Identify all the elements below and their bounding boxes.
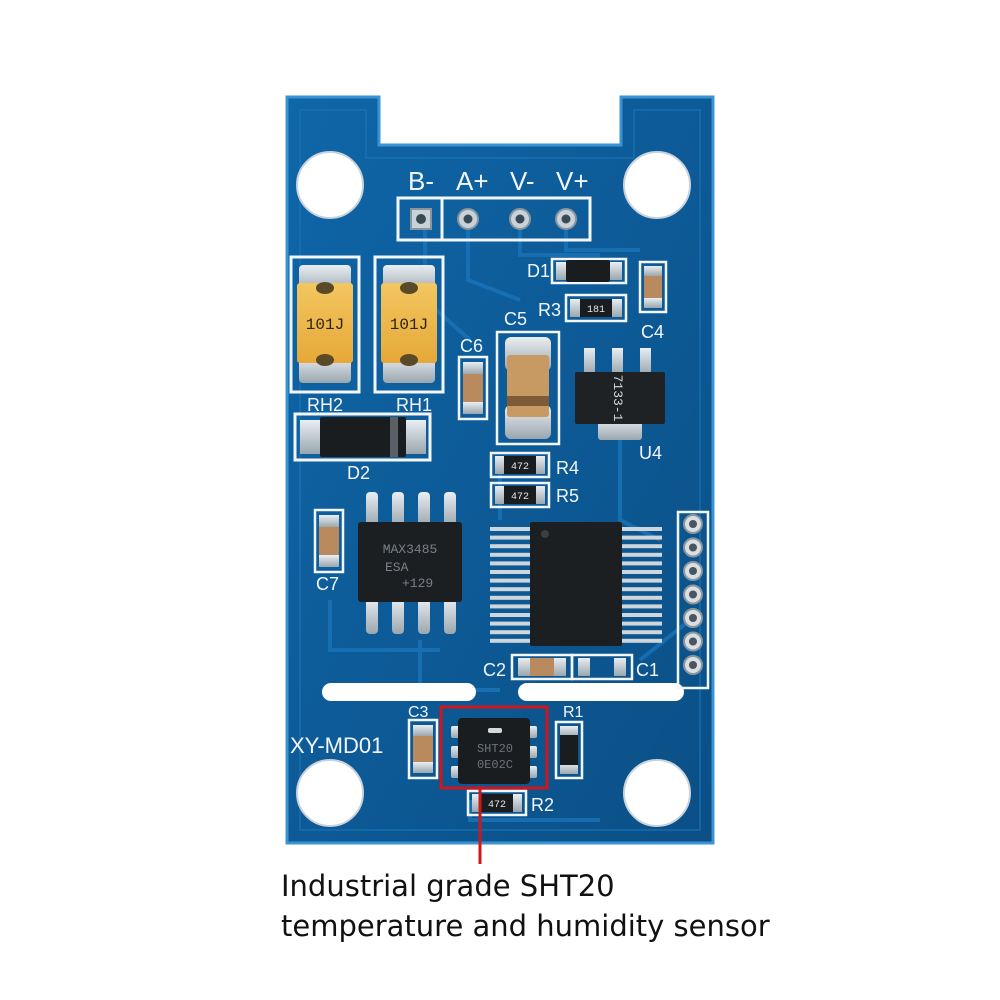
- chip-pin: [620, 535, 662, 540]
- chip-pin: [620, 613, 662, 617]
- chip-pin: [490, 570, 532, 574]
- header-pin-hole: [689, 520, 697, 528]
- component-label: C7: [316, 574, 339, 594]
- chip-marking: +129: [402, 576, 433, 591]
- chip-pin: [490, 552, 532, 557]
- chip-pin: [490, 595, 532, 600]
- caption-line-2: temperature and humidity sensor: [281, 909, 770, 943]
- resistor-r5: 472: [489, 481, 551, 509]
- component-label: C5: [504, 309, 527, 329]
- capacitor-c4: [638, 260, 668, 314]
- sht20-sensor-chip: SHT20 0E02C: [451, 718, 537, 784]
- chip-pin: [490, 544, 532, 549]
- component-label: R3: [538, 300, 561, 320]
- chip-pin: [620, 552, 662, 557]
- component-label: U4: [639, 443, 662, 463]
- component-label: R1: [563, 704, 584, 721]
- pin-header: [676, 510, 710, 690]
- regulator-marking: 7133-1: [610, 375, 625, 422]
- chip-pin: [490, 535, 532, 540]
- board-model-label: XY-MD01: [290, 733, 383, 758]
- chip-pin: [490, 621, 532, 626]
- component-label: C3: [408, 704, 429, 721]
- resistor-marking: 472: [488, 800, 506, 811]
- component-label: RH1: [396, 395, 432, 415]
- chip-pin: [490, 578, 532, 583]
- resistor-rh1: 101J: [373, 255, 445, 394]
- header-pin-hole: [689, 590, 697, 599]
- chip-pin: [620, 587, 662, 592]
- chip-pin: [620, 527, 662, 531]
- regulator-u4: 7133-1: [575, 348, 665, 440]
- sensor-marking: SHT20: [477, 742, 513, 756]
- terminal-header: [396, 196, 592, 242]
- component-label: R4: [556, 458, 579, 478]
- resistor-marking: 472: [511, 462, 529, 473]
- component-label: RH2: [307, 395, 343, 415]
- product-caption: Industrial grade SHT20 temperature and h…: [281, 866, 921, 946]
- resistor-r2: 472: [466, 789, 528, 817]
- chip-pin: [620, 578, 662, 583]
- component-label: C4: [641, 322, 664, 342]
- terminal-label: V-: [510, 166, 535, 196]
- chip-pin: [490, 561, 532, 566]
- chip-pin: [490, 630, 532, 635]
- resistor-r3: 181: [564, 293, 628, 323]
- diode-d1: [550, 257, 628, 285]
- capacitor-c2: [510, 653, 574, 681]
- chip-pin: [490, 527, 532, 531]
- microcontroller-chip: [490, 522, 662, 646]
- resistor-r1: [554, 720, 584, 780]
- terminal-label: V+: [556, 166, 589, 196]
- chip-marking: ESA: [385, 560, 409, 575]
- mounting-hole: [296, 151, 691, 827]
- component-label: C6: [460, 336, 483, 356]
- diode-d2: [293, 412, 432, 462]
- capacitor-c1: [570, 653, 634, 681]
- capacitor-c6: [457, 355, 489, 421]
- board-slot: [322, 683, 476, 701]
- resistor-rh2: 101J: [289, 255, 361, 394]
- terminal-label: A+: [456, 166, 489, 196]
- component-label: D1: [527, 261, 550, 281]
- resistor-marking: 472: [511, 492, 529, 503]
- highlight-box: [439, 705, 549, 790]
- sensor-marking: 0E02C: [477, 758, 513, 772]
- chip-pin: [490, 638, 532, 643]
- rs485-transceiver-chip: MAX3485 ESA +129: [358, 492, 462, 634]
- chip-pin: [620, 544, 662, 549]
- capacitor-c7: [313, 508, 345, 574]
- component-label: C2: [483, 660, 506, 680]
- component-label: C1: [636, 660, 659, 680]
- resistor-marking: 101J: [306, 316, 344, 334]
- caption-line-1: Industrial grade SHT20: [281, 869, 615, 903]
- component-label: D2: [347, 463, 370, 483]
- terminal-label: B-: [408, 166, 434, 196]
- chip-pin: [620, 570, 662, 574]
- header-pin-hole: [689, 567, 697, 575]
- component-label: R2: [531, 795, 554, 815]
- chip-pin: [490, 587, 532, 592]
- header-pin-hole: [689, 614, 697, 622]
- header-pin-hole: [689, 637, 697, 646]
- chip-pin: [620, 561, 662, 566]
- resistor-marking: 101J: [390, 316, 428, 334]
- chip-pin: [490, 604, 532, 609]
- chip-pin: [620, 604, 662, 609]
- header-pin-hole: [689, 543, 697, 552]
- capacitor-c3: [407, 718, 439, 780]
- chip-pin: [620, 595, 662, 600]
- chip-pin: [620, 638, 662, 643]
- chip-pin: [620, 621, 662, 626]
- chip-marking: MAX3485: [383, 542, 438, 557]
- chip-pin: [490, 613, 532, 617]
- chip-pin: [620, 630, 662, 635]
- resistor-r4: 472: [489, 451, 551, 479]
- capacitor-c5: [495, 330, 561, 446]
- resistor-marking: 181: [587, 305, 605, 316]
- board-slot: [518, 683, 684, 701]
- component-label: R5: [556, 486, 579, 506]
- header-pin-hole: [689, 661, 697, 669]
